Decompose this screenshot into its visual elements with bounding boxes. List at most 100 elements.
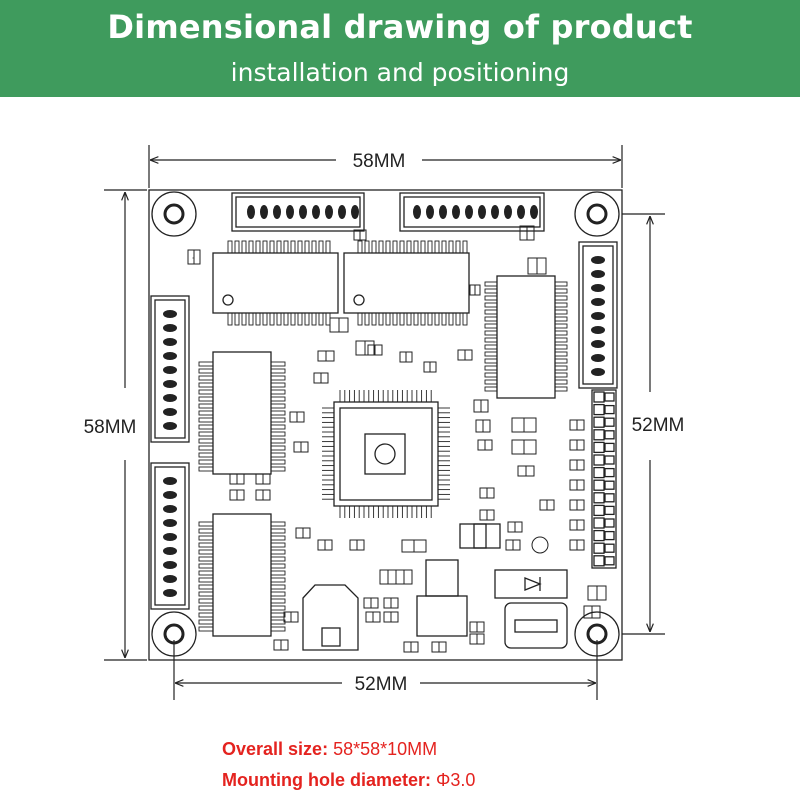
smd-component	[569, 499, 585, 511]
header-pin	[604, 467, 615, 478]
ic-lead	[304, 240, 310, 254]
ic-lead	[283, 240, 289, 254]
ic-lead	[270, 605, 286, 611]
ic-lead	[270, 570, 286, 576]
ic-lead	[270, 403, 286, 409]
ic-lead	[270, 521, 286, 527]
mounting-hole-bottom-left	[151, 611, 197, 657]
smd-component	[383, 597, 399, 609]
smd-component	[511, 439, 537, 455]
ic-lead	[448, 312, 454, 326]
ic-lead	[304, 312, 310, 326]
ic-lead	[311, 312, 317, 326]
connector-pin	[163, 366, 177, 374]
smd-component	[365, 611, 381, 623]
smd-component	[379, 569, 397, 585]
ic-lead	[198, 584, 214, 590]
ic-lead	[198, 445, 214, 451]
ic-lead	[255, 312, 261, 326]
ic-lead	[270, 375, 286, 381]
smd-component	[395, 569, 413, 585]
connector-pin	[591, 270, 605, 278]
ic-lead	[484, 386, 498, 392]
ic-lead	[198, 396, 214, 402]
ic-lead	[554, 302, 568, 308]
ic-lead	[241, 240, 247, 254]
smd-component	[469, 284, 481, 296]
ic-lead	[434, 240, 440, 254]
ic-lead	[270, 389, 286, 395]
connector-pin	[163, 533, 177, 541]
connector-left-1	[150, 295, 190, 443]
connector-pin	[299, 205, 307, 219]
ic-lead	[484, 295, 498, 301]
smd-component	[511, 417, 537, 433]
ic-lead	[484, 365, 498, 371]
spec-mounting-hole-label: Mounting hole diameter:	[222, 770, 431, 790]
mounting-hole-top-left	[151, 191, 197, 237]
ic-lead	[554, 358, 568, 364]
ic-lead	[262, 240, 268, 254]
ic-lead	[290, 240, 296, 254]
ic-lead	[448, 240, 454, 254]
connector-pin	[247, 205, 255, 219]
ic-lead	[270, 431, 286, 437]
ic-lead	[270, 396, 286, 402]
ic-lead	[427, 312, 433, 326]
smd-component	[293, 441, 309, 453]
ic-lead	[270, 382, 286, 388]
ic-lead	[198, 626, 214, 632]
header-pin	[604, 417, 615, 427]
spec-overall-size-value: 58*58*10MM	[333, 739, 438, 759]
header-pin	[593, 492, 605, 504]
ic-lead	[318, 312, 324, 326]
smd-component	[517, 465, 535, 477]
ic-lead	[198, 542, 214, 548]
smd-component	[469, 621, 485, 633]
ic-lead	[484, 351, 498, 357]
ic-lead	[198, 556, 214, 562]
ic-top-left	[212, 252, 339, 314]
connector-top-1	[231, 192, 365, 232]
smd-component	[505, 539, 521, 551]
ic-lead	[270, 445, 286, 451]
connector-pin	[163, 394, 177, 402]
ic-lead	[269, 240, 275, 254]
ic-lead	[234, 240, 240, 254]
header-pin	[604, 455, 615, 465]
smd-component	[229, 489, 245, 501]
ic-lead	[269, 312, 275, 326]
ic-lead	[371, 240, 377, 254]
ic-lead	[385, 312, 391, 326]
inductor-bottom	[459, 523, 501, 549]
header-pin	[604, 430, 615, 440]
header-pin	[604, 493, 615, 503]
ic-lead	[270, 584, 286, 590]
connector-pin	[273, 205, 281, 219]
connector-pin	[260, 205, 268, 219]
ic-lead	[270, 619, 286, 625]
ic-lead	[484, 358, 498, 364]
ic-lead	[427, 240, 433, 254]
ic-lead	[198, 549, 214, 555]
ic-lead	[276, 312, 282, 326]
connector-pin	[591, 312, 605, 320]
ic-lead	[270, 410, 286, 416]
ic-lead	[554, 309, 568, 315]
spec-overall-size-label: Overall size:	[222, 739, 329, 759]
ic-lead	[270, 563, 286, 569]
ic-lead	[399, 240, 405, 254]
connector-pin	[163, 491, 177, 499]
ic-lead	[392, 312, 398, 326]
smd-component	[283, 611, 299, 623]
ic-lead	[406, 240, 412, 254]
ic-lead	[484, 309, 498, 315]
header-pin	[593, 429, 605, 441]
ic-lead	[462, 312, 468, 326]
header-pin	[593, 529, 605, 542]
ic-lead	[270, 542, 286, 548]
connector-pin	[163, 352, 177, 360]
connector-pin	[465, 205, 473, 219]
connector-pin	[530, 205, 538, 219]
